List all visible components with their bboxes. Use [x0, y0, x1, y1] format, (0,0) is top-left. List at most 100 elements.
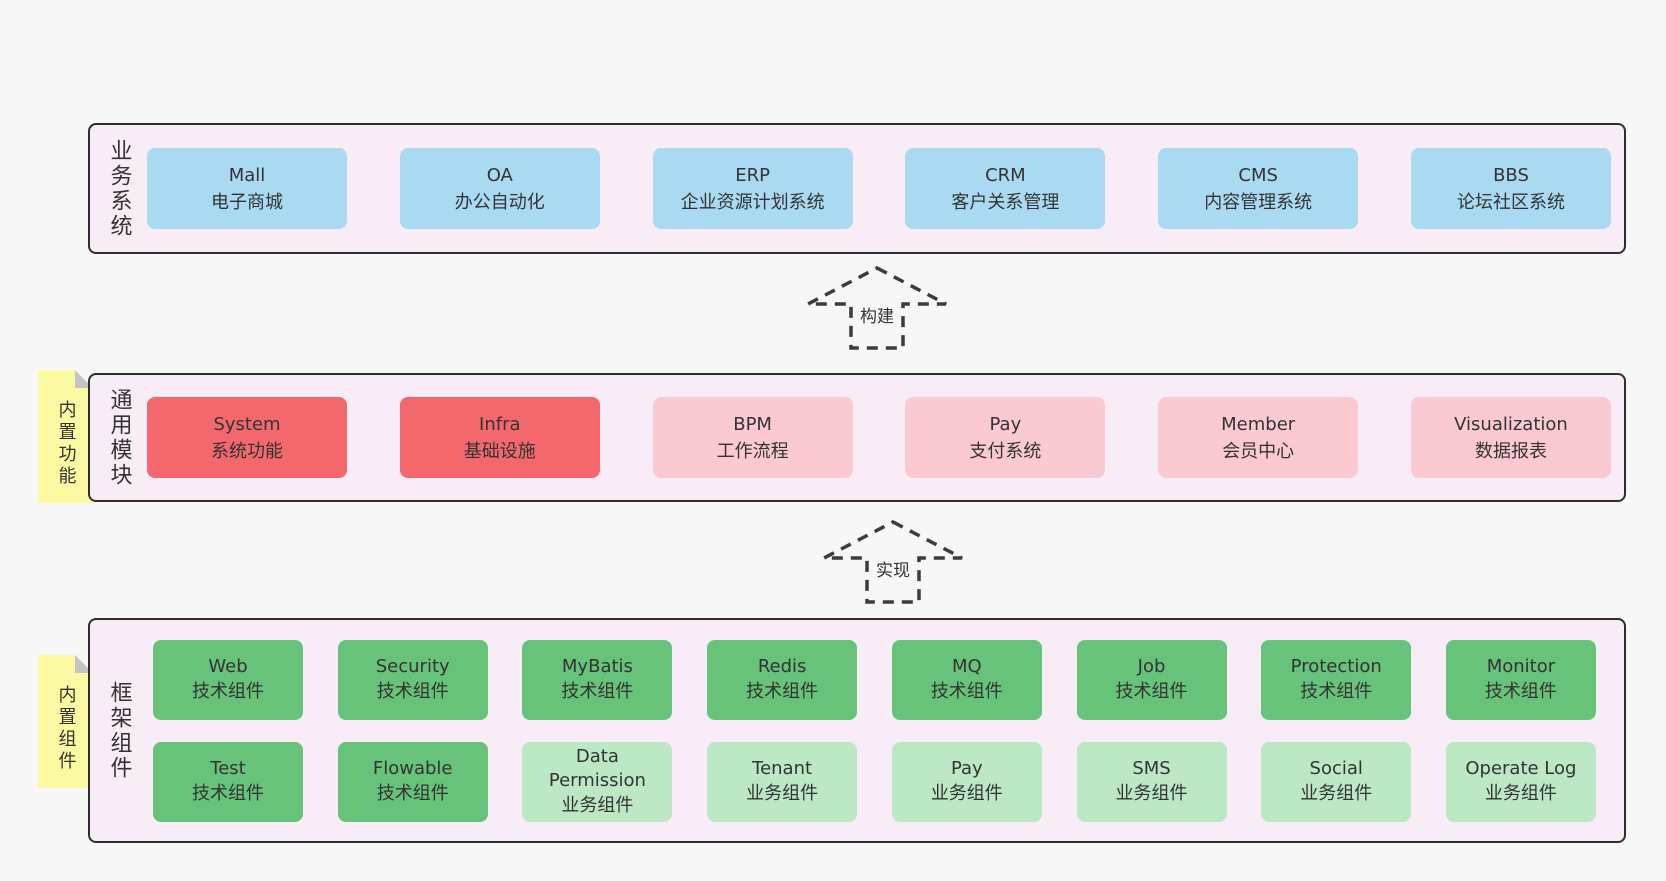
note-label: 内置组件 [55, 684, 77, 773]
sticky-note-builtin-components: 内置组件 [38, 655, 93, 788]
box-name: Member [1221, 413, 1296, 435]
business-systems-boxes: Mall 电子商城 OA 办公自动化 ERP 企业资源计划系统 CRM 客户关系管理 C… [147, 125, 1624, 252]
box-name: Pay [950, 758, 983, 780]
box-desc: 论坛社区系统 [1456, 191, 1565, 213]
box-bbs: BBS 论坛社区系统 [1410, 148, 1611, 229]
box-name: Mall [228, 164, 266, 186]
panel-title: 业务系统 [106, 138, 132, 239]
arrow-label: 实现 [873, 556, 913, 581]
box-desc: 技术组件 [376, 680, 449, 702]
box-name: Operate Log [1465, 758, 1577, 780]
box-oa: OA 办公自动化 [399, 148, 600, 229]
panel-title: 框架组件 [106, 680, 132, 781]
box-desc: 技术组件 [1484, 680, 1557, 702]
implement-arrow: 实现 [822, 520, 964, 604]
box-name: Monitor [1486, 656, 1556, 678]
box-name: Tenant [752, 758, 813, 780]
box-infra: Infra 基础设施 [399, 397, 600, 478]
box-desc: 会员中心 [1222, 440, 1295, 462]
box-desc: 办公自动化 [454, 191, 545, 213]
box-mall: Mall 电子商城 [147, 148, 347, 229]
box-erp: ERP 企业资源计划系统 [652, 148, 853, 229]
box-desc: 客户关系管理 [951, 191, 1060, 213]
box-name: Redis [757, 656, 807, 678]
up-arrow-icon [823, 520, 963, 604]
note-label: 内置功能 [55, 399, 77, 488]
box-desc: 技术组件 [746, 680, 819, 702]
box-name: ERP [735, 164, 770, 186]
box-name: Test [210, 758, 246, 780]
box-desc: 技术组件 [192, 782, 264, 804]
box-name: MQ [951, 656, 982, 678]
box-desc: 支付系统 [969, 440, 1042, 462]
box-name: OA [486, 164, 513, 186]
box-desc: 业务组件 [561, 794, 634, 816]
box-desc: 技术组件 [1115, 680, 1188, 702]
box-cms: CMS 内容管理系统 [1158, 148, 1359, 229]
box-desc: 系统功能 [211, 440, 283, 462]
box-desc: 业务组件 [746, 782, 819, 804]
box-desc: 业务组件 [930, 782, 1003, 804]
box-name: BBS [1493, 164, 1529, 186]
box-desc: 电子商城 [211, 191, 283, 213]
box-desc: 业务组件 [1484, 782, 1557, 804]
box-name: MyBatis [561, 656, 633, 678]
up-arrow-icon [807, 266, 947, 350]
box-desc: 内容管理系统 [1204, 191, 1313, 213]
box-name: Job [1137, 656, 1166, 678]
box-name: Web [208, 656, 248, 678]
box-name: Infra [479, 413, 521, 435]
box-desc: 工作流程 [716, 440, 789, 462]
box-name: Pay [989, 413, 1022, 435]
box-desc: 技术组件 [192, 680, 264, 702]
box-desc: 技术组件 [561, 680, 634, 702]
panel-title: 通用模块 [106, 387, 132, 488]
box-desc: 数据报表 [1474, 440, 1547, 462]
box-desc: 基础设施 [463, 440, 536, 462]
box-name: Social [1309, 758, 1363, 780]
box-name: Security [375, 656, 450, 678]
box-desc: 业务组件 [1300, 782, 1373, 804]
build-arrow: 构建 [806, 266, 948, 350]
box-name: CMS [1238, 164, 1278, 186]
business-systems-panel: 业务系统 Mall 电子商城 OA 办公自动化 ERP 企业资源计划系统 CRM 客户关… [88, 123, 1626, 254]
box-name: Data Permission [548, 746, 646, 792]
box-desc: 技术组件 [376, 782, 449, 804]
box-system: System 系统功能 [147, 397, 347, 478]
box-desc: 企业资源计划系统 [680, 191, 825, 213]
box-name: System [213, 413, 281, 435]
box-desc: 业务组件 [1115, 782, 1188, 804]
box-desc: 技术组件 [930, 680, 1003, 702]
box-name: Flowable [372, 758, 453, 780]
box-name: Visualization [1454, 413, 1568, 435]
box-desc: 技术组件 [1300, 680, 1373, 702]
box-crm: CRM 客户关系管理 [905, 148, 1106, 229]
sticky-note-builtin-features: 内置功能 [38, 370, 93, 503]
box-name: CRM [985, 164, 1026, 186]
box-name: Protection [1290, 656, 1382, 678]
box-visualization: Visualization 数据报表 [1410, 397, 1611, 478]
